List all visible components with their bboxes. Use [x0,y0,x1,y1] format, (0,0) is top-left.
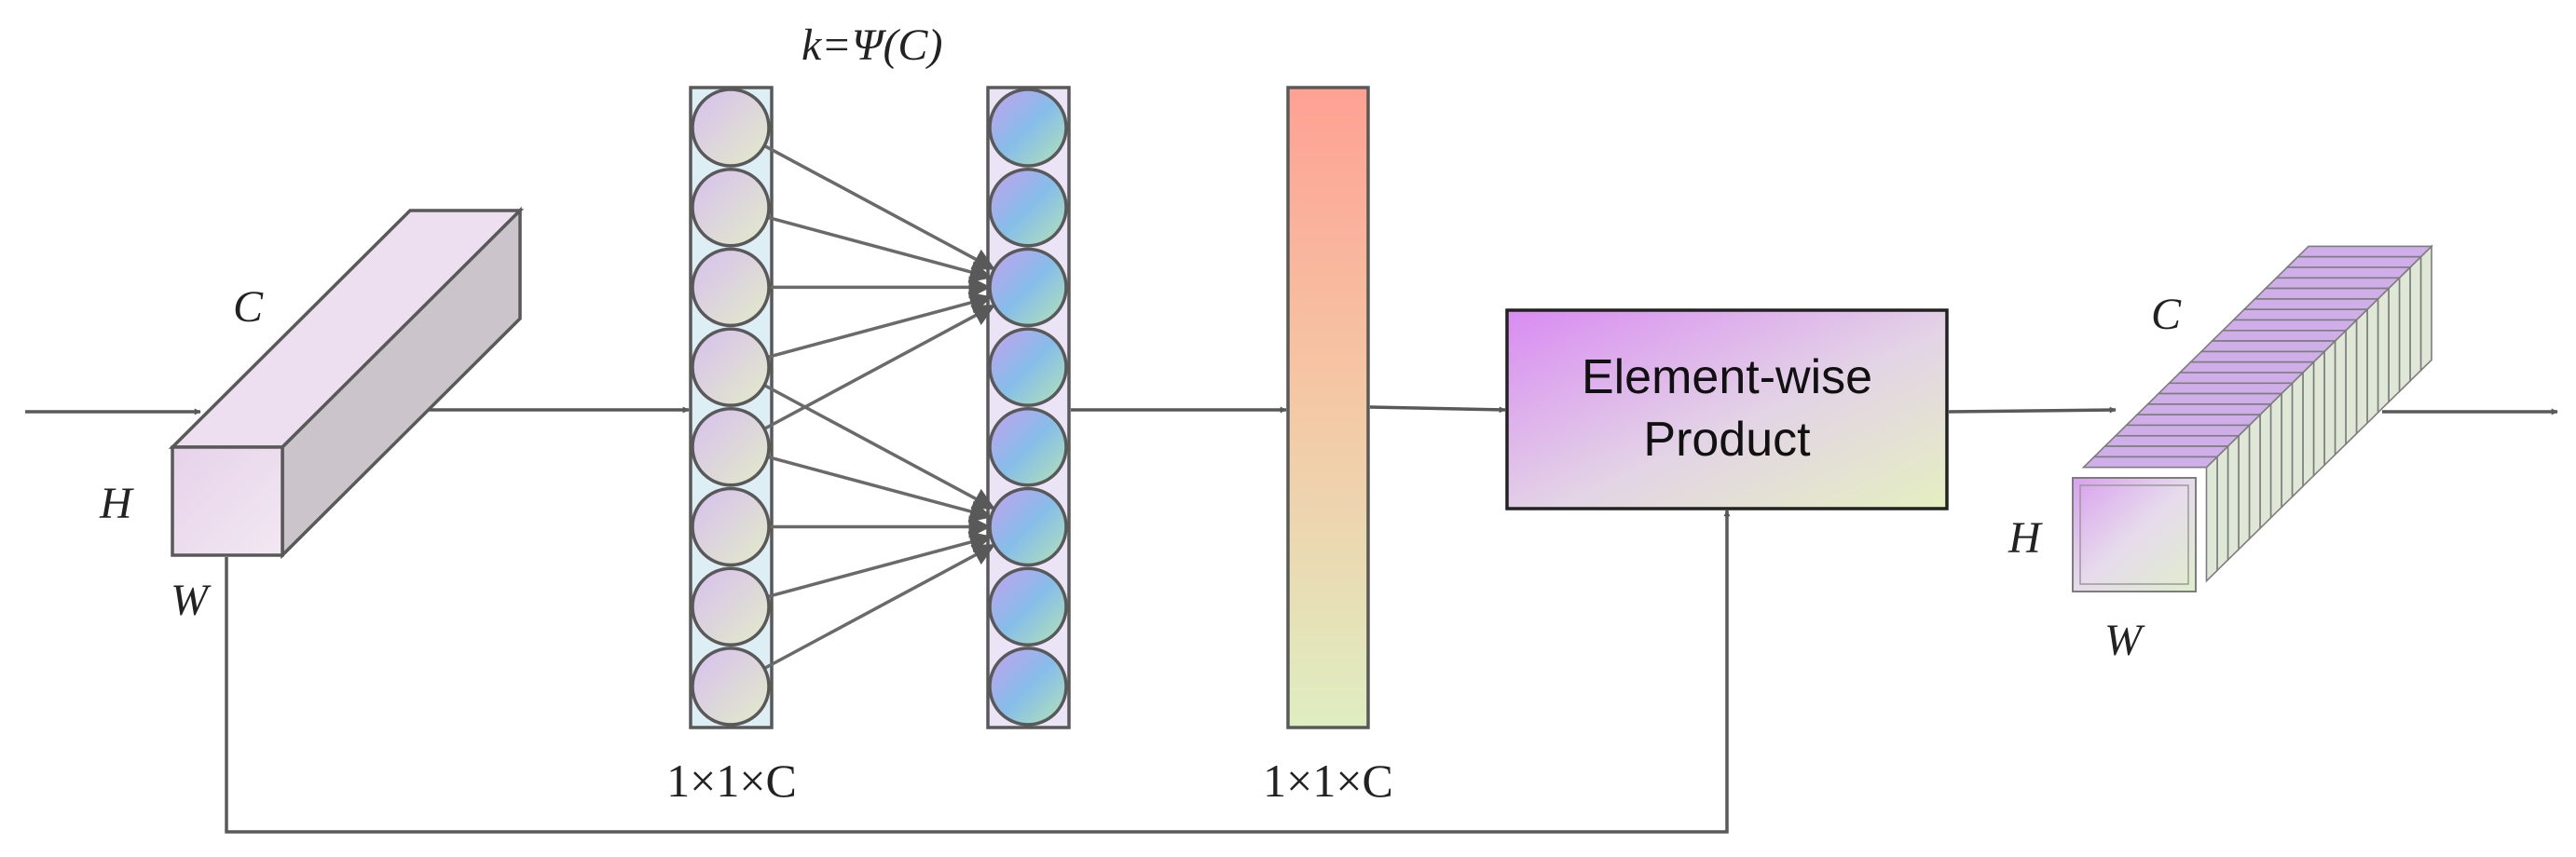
output-slice-top-11 [2188,350,2326,363]
output-front-slice [2072,477,2197,592]
connection-0-2 [763,143,996,271]
output-slice-top-10 [2178,360,2316,374]
right-neuron-nodes [988,88,1068,727]
right-neuron-4 [988,327,1068,407]
right-neuron-1 [988,88,1068,168]
right-neuron-3 [988,247,1068,328]
input-h-label: H [99,479,134,528]
output-slice-top-12 [2199,340,2337,353]
left-neuron-3 [691,247,771,328]
output-slice-side-10 [2302,360,2315,488]
skip-connection-arrow [225,510,1731,834]
output-slice-top-20 [2285,255,2423,268]
left-neuron-1 [691,88,771,168]
left-neuron-6 [691,486,771,567]
input-c-label: C [233,282,264,332]
input-tensor-front-face [171,445,284,557]
connection-6-5 [767,531,993,599]
connection-3-2 [767,292,993,360]
kernel-size-formula: k=Ψ(C) [802,20,942,70]
output-slice-side-17 [2377,286,2390,415]
output-slice-side-8 [2281,381,2294,510]
output-slice-side-12 [2323,339,2336,468]
output-slice-top-15 [2231,308,2369,321]
right-neuron-5 [988,407,1068,487]
weights-to-product-arrow [1369,405,1506,414]
output-slice-side-11 [2312,349,2325,478]
output-front-slice-inner-border [2079,484,2189,585]
output-slice-side-20 [2409,254,2422,383]
output-slice-top-6 [2135,403,2273,416]
output-slice-top-2 [2092,445,2230,458]
output-slice-side-21 [2419,244,2432,373]
left-neuron-5 [691,407,771,487]
output-slice-top-16 [2242,298,2380,311]
output-slice-side-3 [2227,433,2240,563]
output-slice-top-18 [2264,277,2402,290]
output-slice-side-4 [2238,423,2251,551]
output-slice-top-4 [2114,424,2252,437]
right-neuron-7 [988,566,1068,646]
output-slice-top-3 [2103,434,2240,447]
left-neuron-8 [691,646,771,727]
left-neuron-7 [691,566,771,646]
left-dimension-label: 1×1×C [666,755,797,807]
output-slice-side-1 [2205,455,2218,583]
output-slice-side-16 [2366,296,2379,426]
output-slice-top-7 [2145,392,2283,405]
right-dimension-label: 1×1×C [1263,755,1393,807]
output-slice-top-14 [2221,319,2359,332]
input-w-label: W [171,576,212,625]
output-h-label: H [2007,513,2043,563]
output-slice-side-9 [2291,371,2304,499]
output-slice-top-1 [2081,456,2219,469]
output-feature-tensor [2072,244,2433,592]
output-slice-side-14 [2345,318,2358,446]
left-neuron-4 [691,327,771,407]
output-slice-side-6 [2259,401,2272,531]
output-slice-side-7 [2269,391,2282,520]
output-slice-top-13 [2210,329,2348,342]
neuron-connections [763,143,996,671]
output-slice-top-19 [2274,266,2412,279]
left-neuron-nodes [691,88,771,727]
output-slice-top-17 [2253,287,2391,300]
left-neuron-2 [691,167,771,248]
connection-4-5 [767,455,993,523]
right-neuron-8 [988,646,1068,727]
connection-4-2 [763,304,996,430]
output-w-label: W [2104,616,2145,665]
output-slice-top-8 [2157,382,2295,395]
product-to-output-arrow [1948,406,2117,414]
output-slice-side-5 [2248,413,2261,541]
channel-weight-bar [1286,86,1370,729]
right-neuron-6 [988,486,1068,567]
input-feature-tensor [168,206,525,560]
output-slice-top-21 [2295,245,2433,258]
output-slice-side-2 [2216,444,2229,573]
output-slice-side-19 [2398,265,2411,394]
output-slice-top-9 [2167,372,2305,385]
element-wise-product-box [1505,308,1949,510]
output-c-label: C [2151,290,2182,339]
output-slice-top-5 [2124,414,2262,427]
product-label-line2: Product [1643,413,1811,467]
output-slice-side-18 [2388,276,2401,404]
right-neuron-2 [988,167,1068,248]
connection-3-5 [763,383,996,510]
product-label-line1: Element-wise [1582,350,1872,404]
connection-7-5 [763,543,996,671]
output-slice-side-15 [2355,307,2368,436]
output-slice-side-13 [2334,328,2347,457]
connection-1-2 [767,215,993,283]
